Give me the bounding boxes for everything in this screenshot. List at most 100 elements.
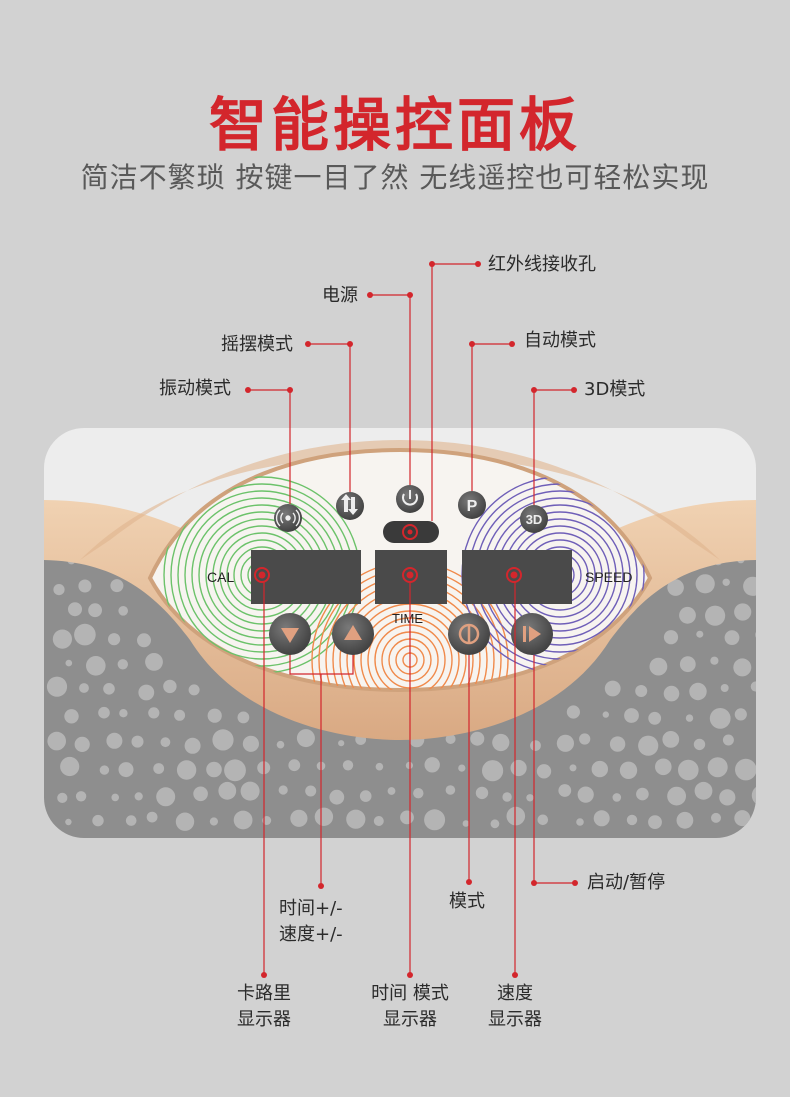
mode-3d-button[interactable]: 3D — [520, 505, 548, 533]
speed-plus-minus-callout: 速度+/- — [279, 924, 343, 945]
auto-mode-label: P — [467, 498, 478, 515]
mat-bump — [470, 731, 485, 746]
mat-bump — [88, 603, 102, 618]
time-mode-display-callout: 时间 模式 显示器 — [358, 981, 462, 1033]
mat-bump — [206, 761, 222, 778]
mat-bump — [79, 683, 89, 693]
mat-bump — [111, 793, 119, 802]
mat-bump — [160, 737, 171, 748]
mat-bump — [75, 791, 87, 802]
mat-bump — [65, 818, 72, 826]
mat-bump — [288, 759, 301, 772]
mat-bump — [759, 551, 776, 568]
start-pause-callout: 启动/暂停 — [587, 872, 666, 893]
mat-bump — [705, 605, 726, 626]
mat-bump — [593, 810, 610, 827]
mat-bump — [342, 760, 354, 771]
swing-button[interactable] — [336, 492, 364, 520]
mat-bump — [233, 810, 253, 830]
cal-display-callout: 卡路里 显示器 — [224, 981, 304, 1033]
mat-bump — [734, 603, 752, 621]
mat-bump — [146, 811, 158, 823]
cal-display — [251, 550, 361, 604]
infrared-receiver — [383, 521, 439, 543]
mat-bump — [612, 793, 622, 802]
page-title: 智能操控面板 — [208, 91, 581, 159]
mat-bump — [445, 734, 456, 744]
mat-bump — [117, 659, 128, 670]
mat-bump — [577, 786, 594, 803]
auto-mode-button[interactable]: P — [458, 491, 486, 519]
mat-bump — [648, 815, 662, 829]
mat-bump — [667, 579, 684, 596]
mat-bump — [52, 629, 72, 649]
mat-bump — [649, 657, 668, 676]
mat-bump — [413, 788, 424, 799]
mat-bump — [667, 786, 686, 806]
vibration-button[interactable] — [274, 504, 302, 532]
triangle-down-icon — [281, 628, 299, 643]
mat-bump — [148, 707, 160, 719]
mat-bump — [492, 733, 510, 752]
auto-mode-callout: 自动模式 — [524, 330, 596, 351]
mat-bump — [750, 681, 756, 692]
mat-bump — [648, 711, 662, 725]
infrared-receiver-icon — [402, 524, 418, 540]
mat-bump — [78, 579, 92, 593]
mat-bump — [556, 734, 575, 752]
mat-bump — [475, 786, 489, 800]
mat-bump — [387, 787, 396, 795]
mat-bump — [373, 816, 384, 826]
mat-bump — [734, 810, 751, 827]
time-label: TIME — [392, 611, 423, 626]
mat-bump — [766, 654, 786, 674]
mat-bump — [207, 708, 222, 723]
mat-bump — [506, 806, 526, 826]
mode-3d-callout: 3D模式 — [584, 379, 646, 400]
mat-bump — [92, 814, 104, 827]
mat-bump — [359, 790, 372, 802]
mat-bump — [163, 679, 177, 694]
increase-button[interactable] — [332, 613, 374, 655]
mat-bump — [445, 785, 456, 795]
mat-bump — [755, 628, 756, 641]
speed-label: SPEED — [585, 569, 632, 585]
mat-bump — [689, 682, 707, 701]
mat-bump — [296, 729, 315, 748]
mat-bump — [482, 760, 504, 782]
mat-bump — [458, 764, 466, 772]
decrease-button[interactable] — [269, 613, 311, 655]
mat-bump — [137, 633, 151, 648]
page-subtitle: 简洁不繁琐 按键一目了然 无线遥控也可轻松实现 — [80, 161, 710, 194]
mat-bump — [175, 812, 195, 831]
mat-bump — [209, 817, 218, 826]
mat-bump — [119, 709, 128, 718]
speed-display-callout-line2: 显示器 — [488, 1009, 542, 1030]
mat-bump — [526, 794, 534, 802]
mode-button[interactable] — [448, 613, 490, 655]
mat-bump — [766, 708, 786, 728]
mat-bump — [53, 584, 65, 596]
mat-bump — [767, 608, 782, 623]
mat-bump — [74, 736, 90, 753]
mat-bump — [663, 685, 680, 702]
mat-bump — [676, 811, 694, 829]
start-pause-button[interactable] — [511, 613, 553, 655]
speed-display — [462, 550, 572, 604]
mat-bump — [536, 764, 552, 779]
mat-bump — [733, 658, 752, 677]
mat-bump — [655, 758, 672, 776]
mat-bump — [734, 708, 747, 721]
mat-bump — [240, 781, 260, 801]
power-button[interactable] — [396, 485, 424, 513]
mat-bump — [694, 781, 713, 800]
mat-bump — [696, 630, 704, 638]
mat-bump — [110, 579, 124, 593]
mat-bump — [375, 762, 384, 771]
play-pause-icon — [523, 626, 541, 642]
triangle-up-icon — [344, 625, 362, 640]
speed-display-callout: 速度 显示器 — [475, 981, 555, 1033]
mat-bump — [98, 706, 110, 719]
mat-bump — [624, 708, 639, 723]
mat-bump — [184, 737, 201, 754]
